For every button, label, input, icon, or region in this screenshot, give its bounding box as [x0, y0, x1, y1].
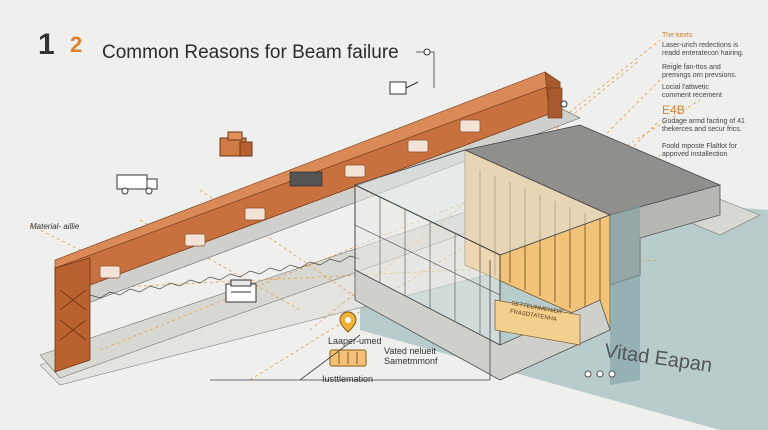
note-1-heading: The kexts [662, 32, 693, 39]
note-1-body: Laser-urich redections is readd enterate… [662, 42, 744, 57]
machine-icon [219, 131, 253, 157]
beam-plate [289, 171, 323, 187]
note-3-body: Locial l'attwetic comment recement [662, 84, 722, 99]
side-wall-front [610, 205, 640, 385]
installation-label: Iusttlemation [322, 374, 374, 384]
note-5-body: Foold mposte Flaltlot for apprived insta… [662, 143, 738, 158]
vated-label: Vated nelueit Sametmmonf [384, 346, 438, 366]
frame-mullions [354, 197, 501, 334]
title-end-dot [423, 48, 431, 56]
leader-lines [210, 51, 491, 381]
truck-icon [116, 174, 158, 195]
sign-panel [494, 299, 581, 346]
beam-column [54, 257, 91, 373]
location-pin-icon [339, 311, 357, 333]
beam-markers [99, 119, 481, 279]
note-4-heading: E4B [662, 103, 685, 117]
floor-anchors [584, 370, 616, 378]
cart-icon [225, 279, 257, 303]
right-beam-post [547, 87, 563, 119]
pin-marker-icon [560, 100, 568, 108]
page-title: Common Reasons for Beam failure [102, 42, 399, 63]
battery-icon [329, 349, 367, 367]
rail-teeth [79, 255, 361, 301]
step-number-small: 2 [70, 32, 83, 57]
column-bracing [59, 289, 87, 341]
material-label: Material- aillie [30, 222, 80, 231]
note-4-body: Gudage armd facting of 41 thekerces and … [662, 118, 745, 133]
layer-label: Laaper-umed [328, 336, 382, 346]
step-number-main: 1 [38, 28, 55, 61]
small-device-icon [389, 81, 419, 95]
note-2-body: Reigle fan-ttos and premings orn prevsio… [662, 64, 737, 79]
